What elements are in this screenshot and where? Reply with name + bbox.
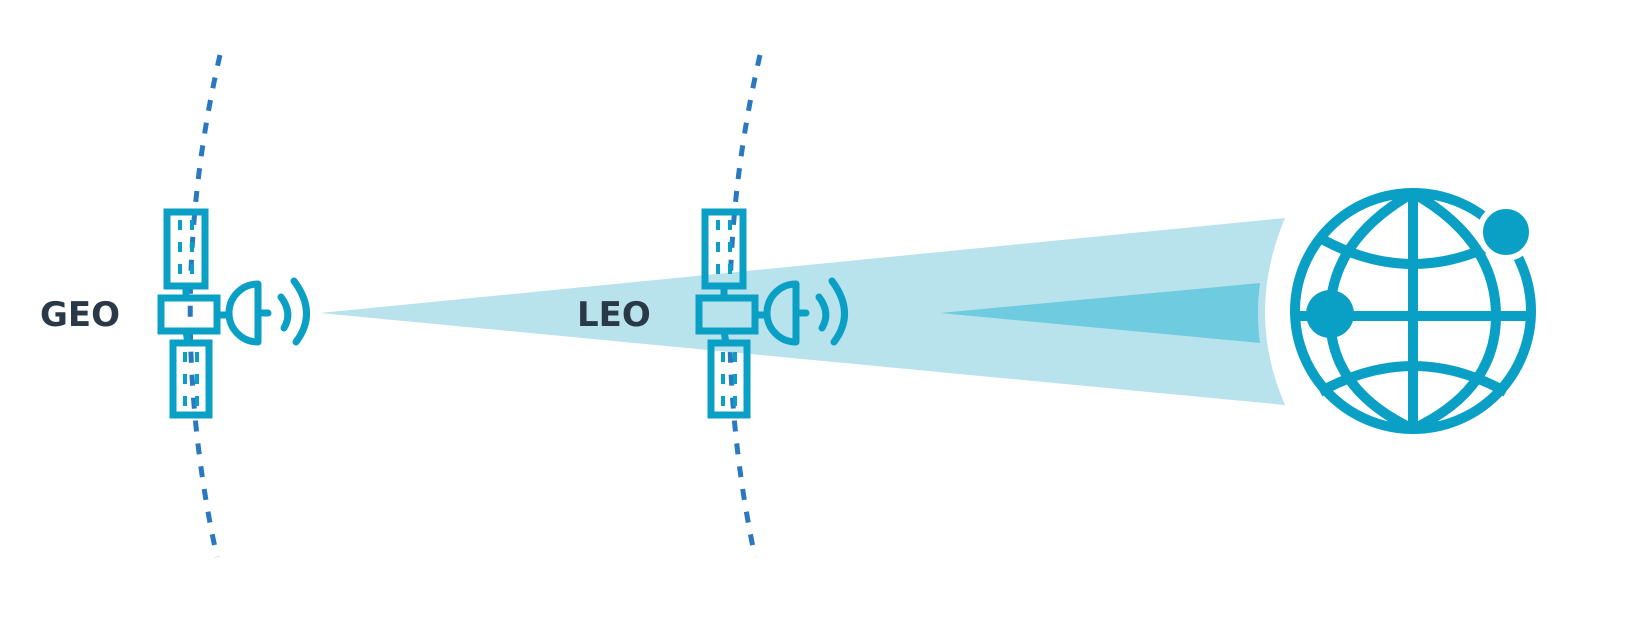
geo-satellite-icon	[161, 212, 307, 415]
leo-label: LEO	[577, 295, 651, 335]
geo-orbit	[187, 54, 223, 558]
geo-label: GEO	[40, 295, 120, 335]
leo-beam	[940, 283, 1260, 343]
globe-icon	[1290, 188, 1536, 434]
